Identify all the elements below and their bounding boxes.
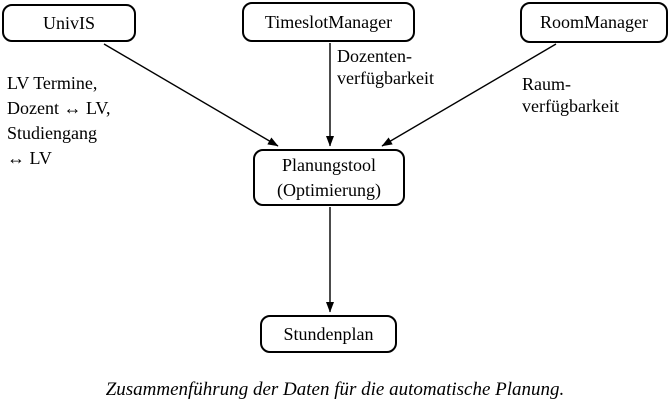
node-univis-label: UnivIS — [42, 12, 95, 33]
node-planungstool: Planungstool (Optimierung) — [253, 149, 405, 206]
edge-label-univis-data: LV Termine, Dozent ↔ LV, Studiengang ↔ L… — [7, 73, 111, 168]
node-room-manager-label: RoomManager — [540, 12, 648, 32]
node-planungstool-label-line2: (Optimierung) — [277, 179, 381, 200]
node-stundenplan-label: Stundenplan — [283, 323, 374, 344]
node-timeslot-manager: TimeslotManager — [242, 2, 415, 42]
node-univis: UnivIS — [2, 4, 136, 42]
edge-label-raumverfuegbarkeit: Raum- verfügbarkeit — [522, 74, 619, 116]
node-timeslot-manager-label: TimeslotManager — [264, 11, 393, 32]
edge-label-dozentenverfuegbarkeit: Dozenten- verfügbarkeit — [337, 46, 434, 88]
arrow-univis-to-planungstool — [103, 43, 279, 147]
figure-caption: Zusammenführung der Daten für die automa… — [105, 379, 565, 400]
node-stundenplan: Stundenplan — [260, 315, 397, 353]
node-planungstool-label-line1: Planungstool — [281, 154, 376, 175]
arrow-roommanager-to-planungstool — [381, 43, 557, 147]
node-room-manager: RoomManager — [520, 2, 668, 43]
